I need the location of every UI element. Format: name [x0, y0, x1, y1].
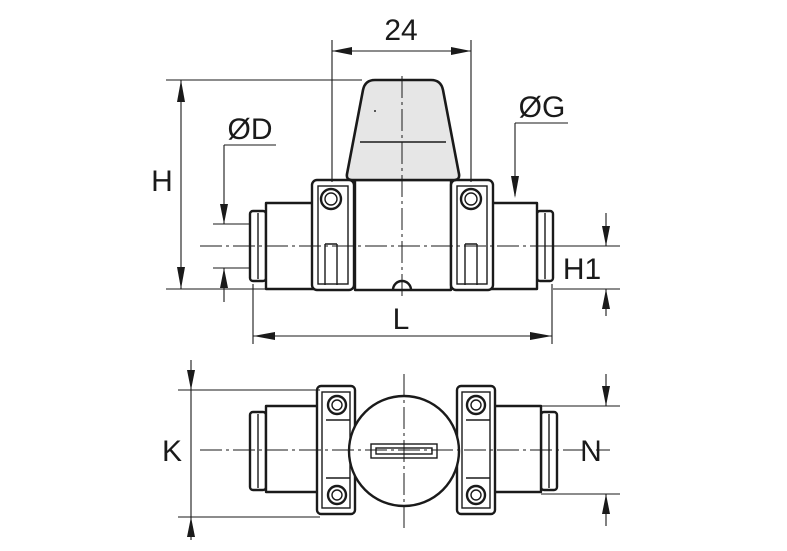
dimension-k: K — [162, 360, 320, 540]
dimension-l: L — [252, 284, 553, 344]
dimension-h: H — [151, 79, 362, 290]
top-left-screw-lower-icon — [326, 484, 348, 506]
front-handle — [345, 78, 461, 182]
dimension-24-label: 24 — [384, 14, 417, 47]
front-left-screw-icon — [319, 187, 343, 211]
front-right-screw-icon — [459, 187, 483, 211]
dimension-od: ØD — [213, 113, 276, 302]
top-view: K N — [162, 360, 620, 540]
dimension-h1: H1 — [553, 213, 620, 316]
dimension-k-label: K — [162, 435, 182, 468]
front-valve-body — [310, 178, 495, 292]
top-left-fitting — [248, 404, 322, 494]
dimension-og: ØG — [511, 91, 568, 198]
dimension-l-label: L — [393, 303, 410, 336]
top-right-screw-lower-icon — [465, 484, 487, 506]
top-right-screw-upper-icon — [465, 394, 487, 416]
dimension-n: N — [541, 374, 620, 526]
dimension-h1-label: H1 — [563, 253, 601, 286]
dimension-h-label: H — [151, 165, 173, 198]
dimension-og-label: ØG — [519, 91, 566, 124]
dimension-24: 24 — [331, 14, 472, 182]
dimension-n-label: N — [580, 435, 602, 468]
dimension-od-label: ØD — [228, 113, 273, 146]
front-view: 24 H ØD ØG — [151, 14, 620, 344]
top-left-screw-upper-icon — [326, 394, 348, 416]
top-right-fitting — [488, 404, 559, 494]
